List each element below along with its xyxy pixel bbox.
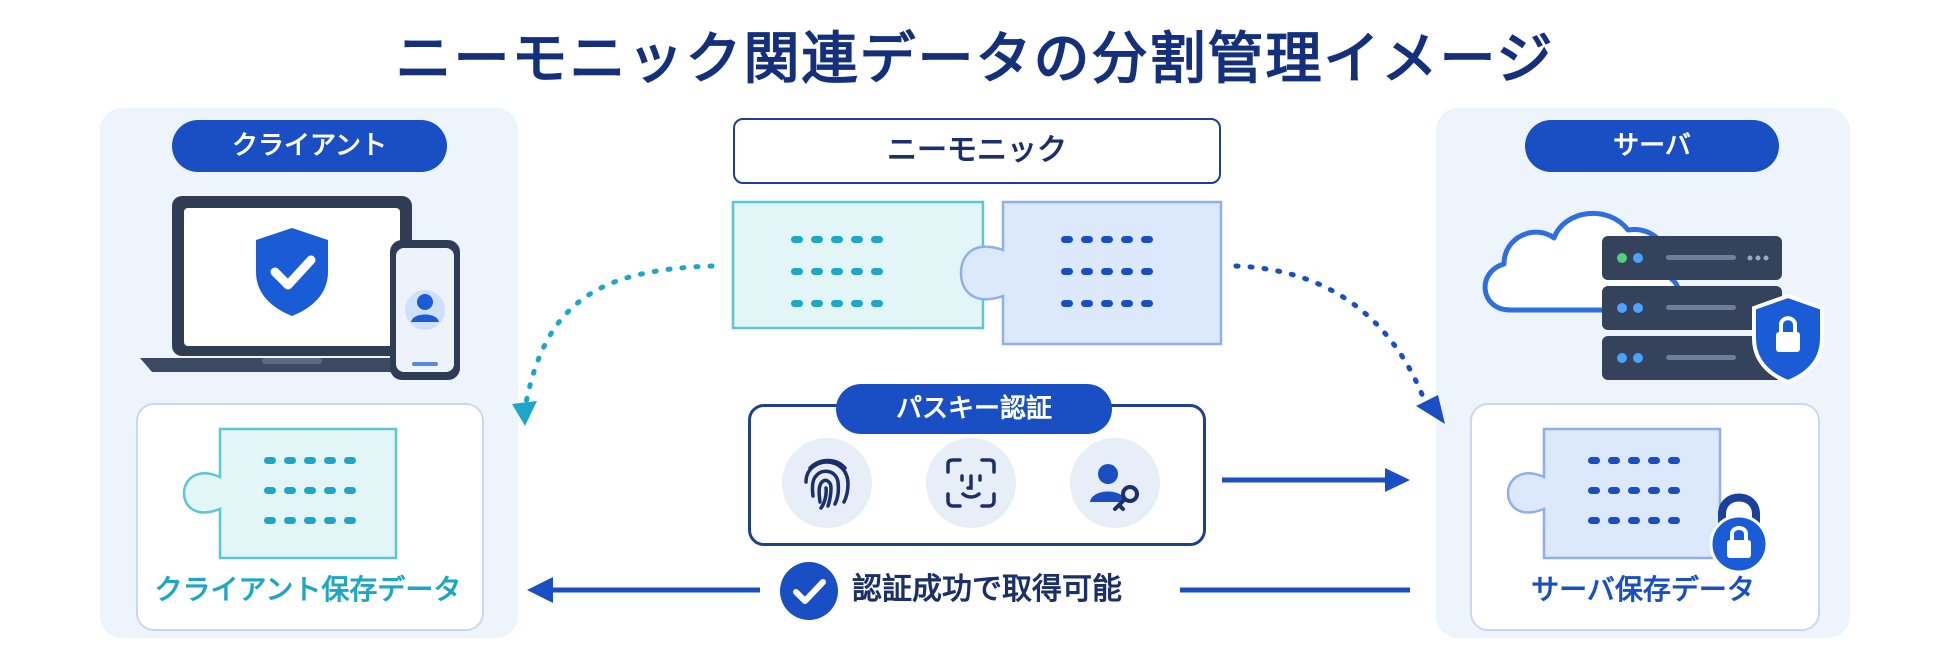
user-key-icon <box>1070 438 1160 528</box>
auth-success-label: 認証成功で取得可能 <box>852 572 1122 607</box>
user-icon <box>405 290 445 330</box>
lock-icon <box>1704 488 1774 574</box>
mnemonic-label-box: ニーモニック <box>733 118 1221 184</box>
dotted-arrow-to-client <box>522 263 715 411</box>
server-illustration <box>1470 180 1830 400</box>
fingerprint-icon <box>782 438 872 528</box>
client-puzzle-piece <box>164 421 404 566</box>
client-storage-label: クライアント保存データ <box>154 573 462 606</box>
page-title: ニーモニック関連データの分割管理イメージ <box>395 27 1555 92</box>
client-label: クライアント <box>172 120 447 172</box>
server-storage-label: サーバ保存データ <box>1531 573 1755 606</box>
shield-check-icon <box>256 228 328 316</box>
mnemonic-split-puzzle <box>731 196 1225 350</box>
check-circle-icon <box>780 562 838 620</box>
client-devices-illustration <box>138 190 468 390</box>
server-rack-icon <box>1602 236 1782 380</box>
server-label: サーバ <box>1525 120 1779 172</box>
dotted-arrow-to-server <box>1233 263 1431 413</box>
shield-lock-icon <box>1752 293 1824 385</box>
mnemonic-client-piece <box>731 200 985 330</box>
server-puzzle-piece <box>1488 421 1728 566</box>
passkey-label: パスキー認証 <box>836 384 1112 434</box>
face-id-icon <box>926 438 1016 528</box>
